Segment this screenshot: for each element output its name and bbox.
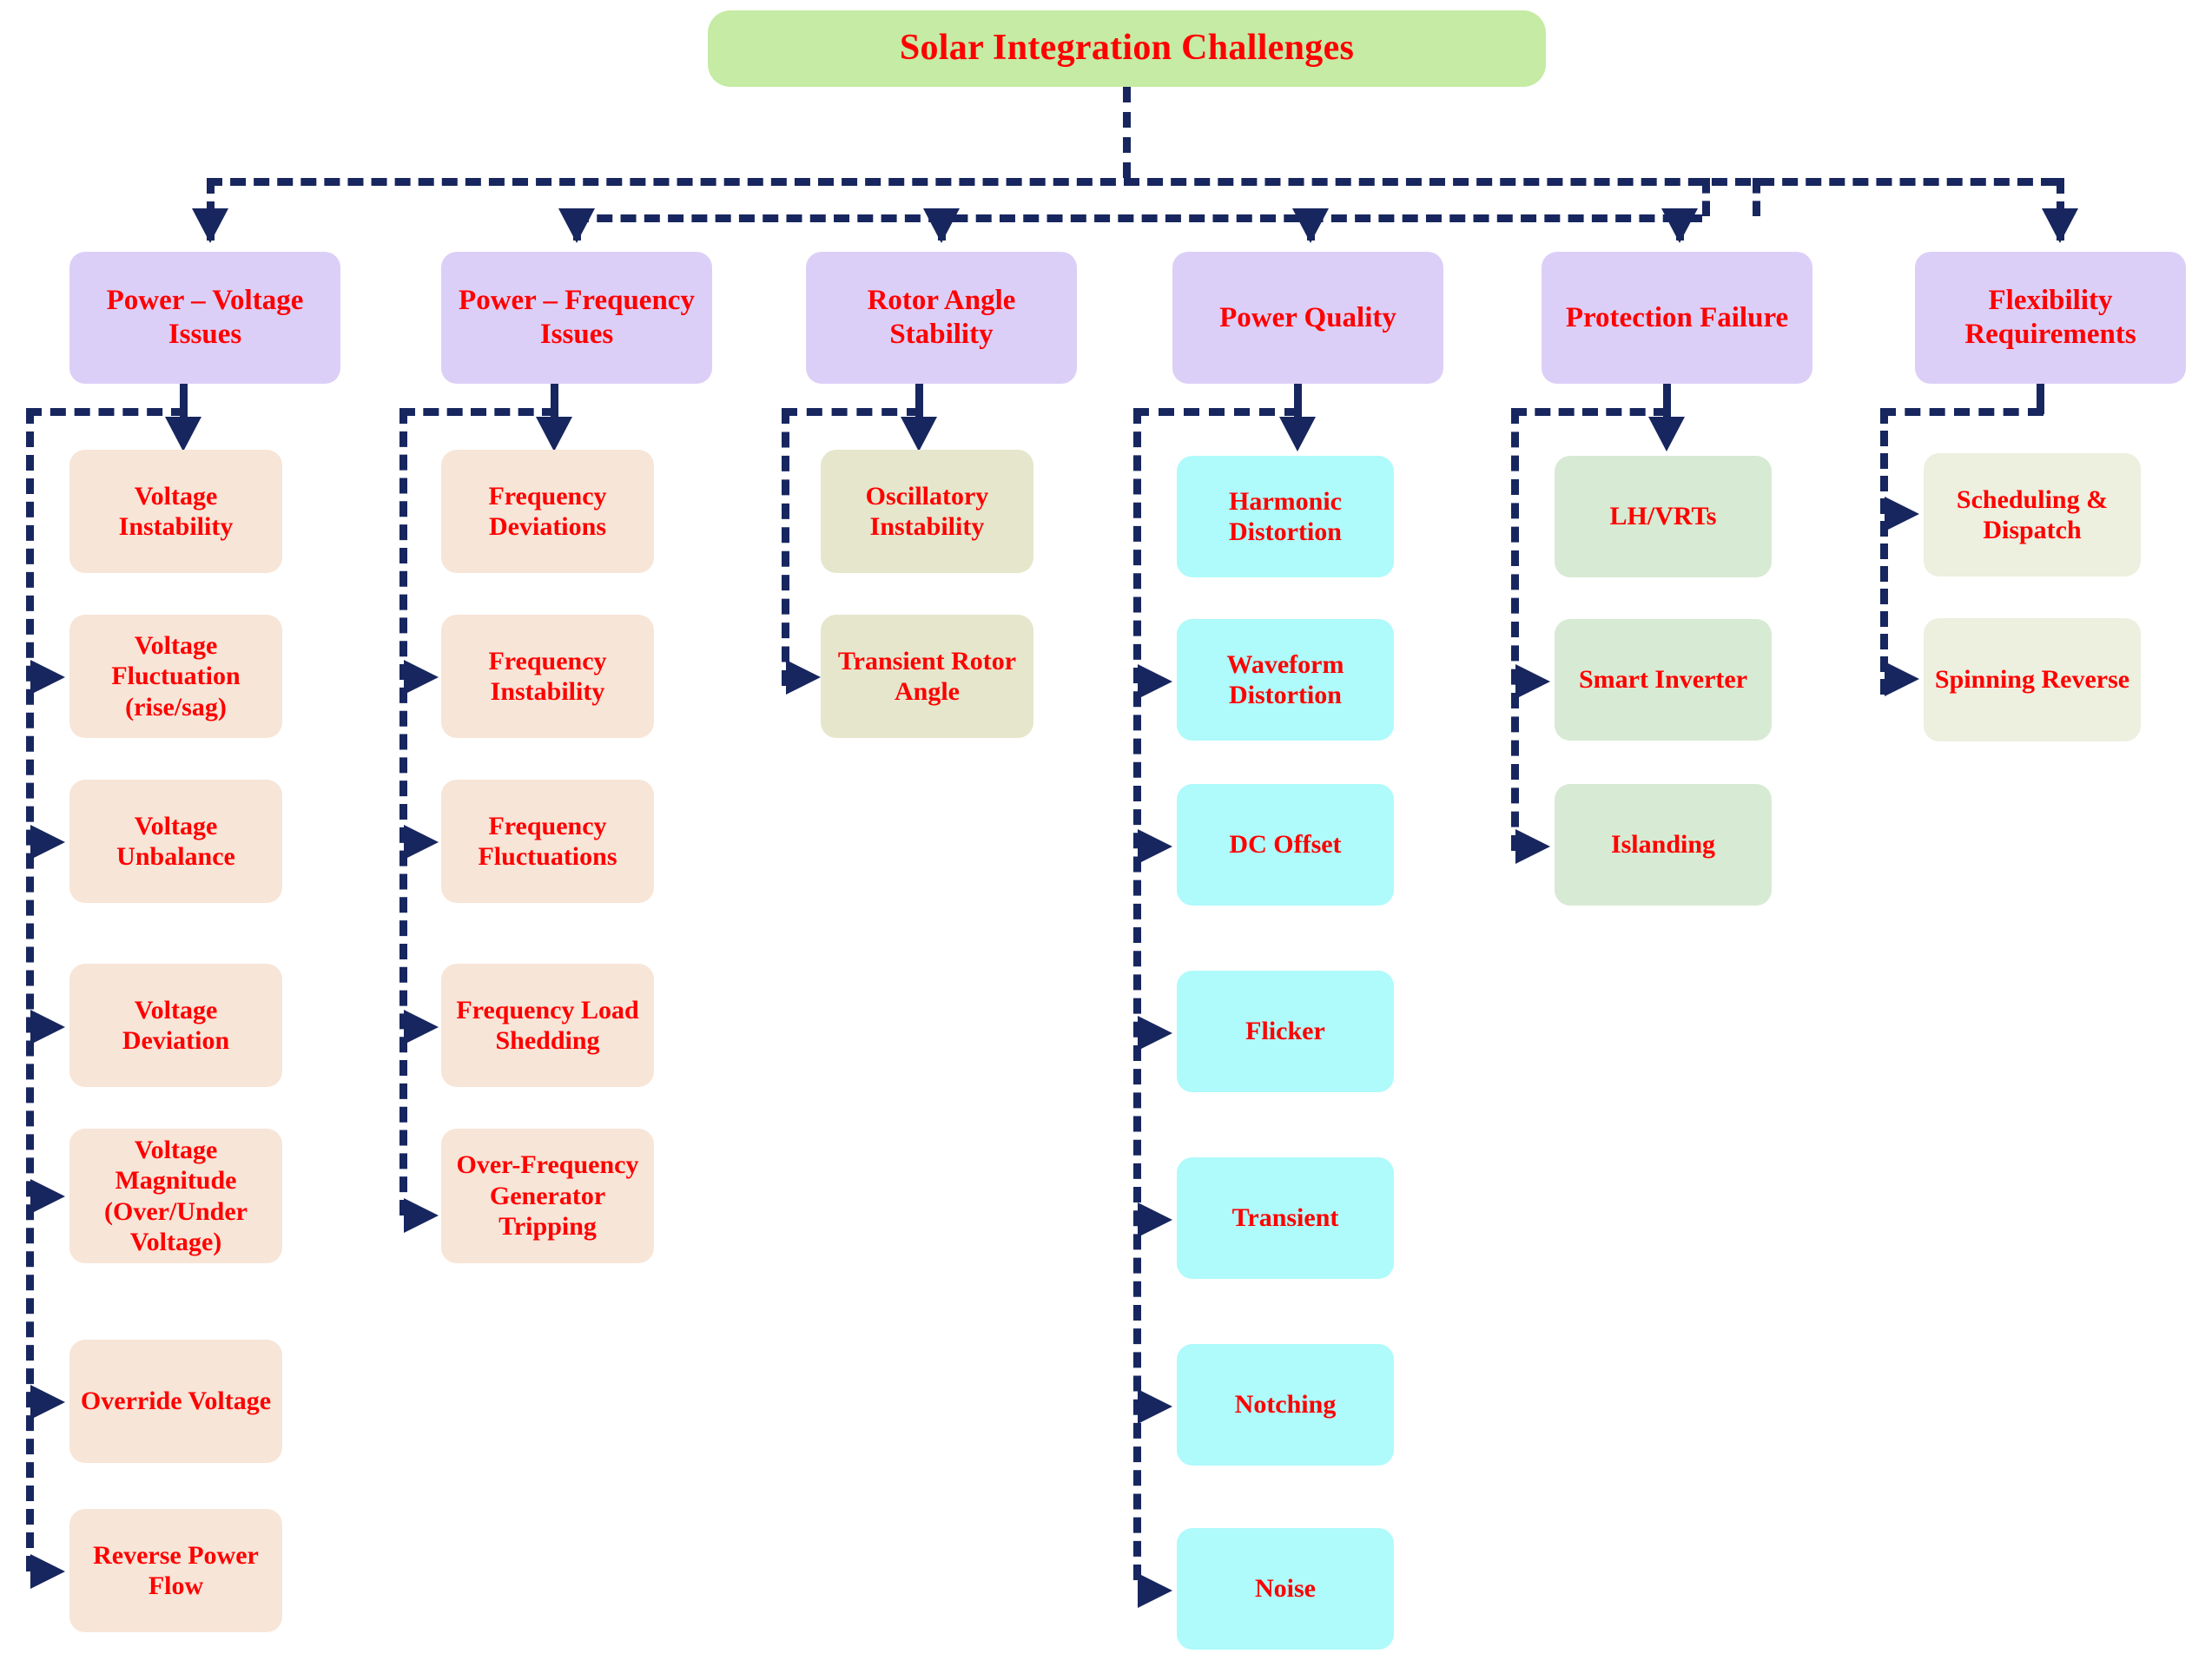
arrow-to-cat2-icon bbox=[558, 208, 595, 243]
leaf-node-flicker[interactable]: Flicker bbox=[1177, 971, 1394, 1092]
arrow-c1-child3-icon bbox=[30, 825, 65, 860]
arrow-c4-child7-icon bbox=[1138, 1573, 1172, 1608]
category-node-power-voltage-issues[interactable]: Power – Voltage Issues bbox=[69, 252, 340, 384]
leaf-node-voltage-unbalance[interactable]: Voltage Unbalance bbox=[69, 780, 282, 903]
leaf-node-voltage-instability[interactable]: Voltage Instability bbox=[69, 450, 282, 573]
category-node-power-quality[interactable]: Power Quality bbox=[1172, 252, 1443, 384]
category-node-protection-failure[interactable]: Protection Failure bbox=[1542, 252, 1812, 384]
leaf-node-noise[interactable]: Noise bbox=[1177, 1528, 1394, 1650]
connector-root-stub bbox=[1123, 87, 1131, 178]
arrow-c2-child1-icon bbox=[536, 417, 572, 451]
leaf-node-dc-offset[interactable]: DC Offset bbox=[1177, 784, 1394, 906]
leaf-node-notching[interactable]: Notching bbox=[1177, 1344, 1394, 1466]
leaf-node-lh-vrts[interactable]: LH/VRTs bbox=[1555, 456, 1772, 577]
arrow-c4-child1-icon bbox=[1279, 417, 1316, 451]
connector-main-bus-lower bbox=[573, 214, 1702, 222]
leaf-node-frequency-deviations[interactable]: Frequency Deviations bbox=[441, 450, 654, 573]
arrow-c1-child7-icon bbox=[30, 1554, 65, 1589]
leaf-node-override-voltage[interactable]: Override Voltage bbox=[69, 1340, 282, 1463]
connector-c5-stub bbox=[1663, 384, 1671, 414]
connector-c1-elbow bbox=[26, 408, 187, 416]
connector-c1-spine bbox=[26, 408, 34, 1571]
arrow-to-cat1-icon bbox=[192, 208, 228, 243]
connector-main-bus-upper bbox=[207, 178, 2057, 186]
leaf-node-spinning-reverse[interactable]: Spinning Reverse bbox=[1924, 618, 2141, 741]
connector-bus-drop-right bbox=[1702, 178, 1710, 216]
arrow-c6-child2-icon bbox=[1885, 662, 1919, 696]
leaf-node-transient[interactable]: Transient bbox=[1177, 1157, 1394, 1279]
leaf-node-scheduling-and-dispatch[interactable]: Scheduling & Dispatch bbox=[1924, 453, 2141, 576]
leaf-node-over-frequency-generator-tripping[interactable]: Over-Frequency Generator Tripping bbox=[441, 1129, 654, 1263]
arrow-c4-child5-icon bbox=[1138, 1202, 1172, 1237]
arrow-to-cat4-icon bbox=[1292, 208, 1329, 243]
category-node-flexibility-requirements[interactable]: Flexibility Requirements bbox=[1915, 252, 2186, 384]
arrow-c2-child5-icon bbox=[404, 1198, 439, 1233]
connector-c5-elbow bbox=[1511, 408, 1669, 416]
arrow-c1-child5-icon bbox=[30, 1179, 65, 1214]
leaf-node-frequency-fluctuations[interactable]: Frequency Fluctuations bbox=[441, 780, 654, 903]
arrow-c1-child2-icon bbox=[30, 660, 65, 695]
category-node-rotor-angle-stability[interactable]: Rotor Angle Stability bbox=[806, 252, 1077, 384]
root-node-solar-integration-challenges[interactable]: Solar Integration Challenges bbox=[708, 10, 1546, 87]
arrow-c5-child1-icon bbox=[1648, 417, 1685, 451]
connector-c3-elbow bbox=[782, 408, 922, 416]
connector-c2-elbow bbox=[399, 408, 558, 416]
connector-c3-stub bbox=[915, 384, 923, 414]
leaf-node-oscillatory-instability[interactable]: Oscillatory Instability bbox=[821, 450, 1033, 573]
leaf-node-frequency-instability[interactable]: Frequency Instability bbox=[441, 615, 654, 738]
connector-c6-stub bbox=[2037, 384, 2044, 414]
arrow-c1-child1-icon bbox=[165, 417, 201, 451]
arrow-c3-child1-icon bbox=[901, 417, 937, 451]
arrow-c1-child6-icon bbox=[30, 1385, 65, 1420]
leaf-node-reverse-power-flow[interactable]: Reverse Power Flow bbox=[69, 1509, 282, 1632]
connector-c4-spine bbox=[1133, 408, 1141, 1580]
arrow-c2-child3-icon bbox=[404, 825, 439, 860]
leaf-node-transient-rotor-angle[interactable]: Transient Rotor Angle bbox=[821, 615, 1033, 738]
connector-c3-spine bbox=[782, 408, 789, 686]
arrow-c4-child3-icon bbox=[1138, 829, 1172, 864]
leaf-node-smart-inverter[interactable]: Smart Inverter bbox=[1555, 619, 1772, 741]
connector-c1-stub bbox=[180, 384, 188, 414]
arrow-c4-child4-icon bbox=[1138, 1016, 1172, 1051]
leaf-node-harmonic-distortion[interactable]: Harmonic Distortion bbox=[1177, 456, 1394, 577]
leaf-node-voltage-magnitude[interactable]: Voltage Magnitude (Over/Under Voltage) bbox=[69, 1129, 282, 1263]
arrow-c5-child2-icon bbox=[1515, 664, 1550, 699]
connector-c6-elbow bbox=[1880, 408, 2043, 416]
leaf-node-waveform-distortion[interactable]: Waveform Distortion bbox=[1177, 619, 1394, 741]
category-node-power-frequency-issues[interactable]: Power – Frequency Issues bbox=[441, 252, 712, 384]
leaf-node-frequency-load-shedding[interactable]: Frequency Load Shedding bbox=[441, 964, 654, 1087]
arrow-c2-child2-icon bbox=[404, 660, 439, 695]
arrow-c1-child4-icon bbox=[30, 1010, 65, 1044]
connector-c5-spine bbox=[1511, 408, 1519, 851]
leaf-node-voltage-deviation[interactable]: Voltage Deviation bbox=[69, 964, 282, 1087]
arrow-to-cat3-icon bbox=[923, 208, 960, 243]
arrow-c4-child6-icon bbox=[1138, 1389, 1172, 1424]
connector-c2-spine bbox=[399, 408, 407, 1216]
arrow-to-cat5-icon bbox=[1661, 208, 1698, 243]
connector-bus-drop-right2 bbox=[1753, 178, 1760, 216]
connector-c4-stub bbox=[1294, 384, 1302, 414]
arrow-to-cat6-icon bbox=[2042, 208, 2078, 243]
leaf-node-islanding[interactable]: Islanding bbox=[1555, 784, 1772, 906]
arrow-c4-child2-icon bbox=[1138, 664, 1172, 699]
arrow-c2-child4-icon bbox=[404, 1010, 439, 1044]
connector-c6-spine bbox=[1880, 408, 1888, 695]
connector-c2-stub bbox=[551, 384, 558, 414]
leaf-node-voltage-fluctuation[interactable]: Voltage Fluctuation (rise/sag) bbox=[69, 615, 282, 738]
arrow-c5-child3-icon bbox=[1515, 829, 1550, 864]
arrow-c3-child2-icon bbox=[786, 660, 821, 695]
arrow-c6-child1-icon bbox=[1885, 497, 1919, 531]
connector-c4-elbow bbox=[1133, 408, 1300, 416]
